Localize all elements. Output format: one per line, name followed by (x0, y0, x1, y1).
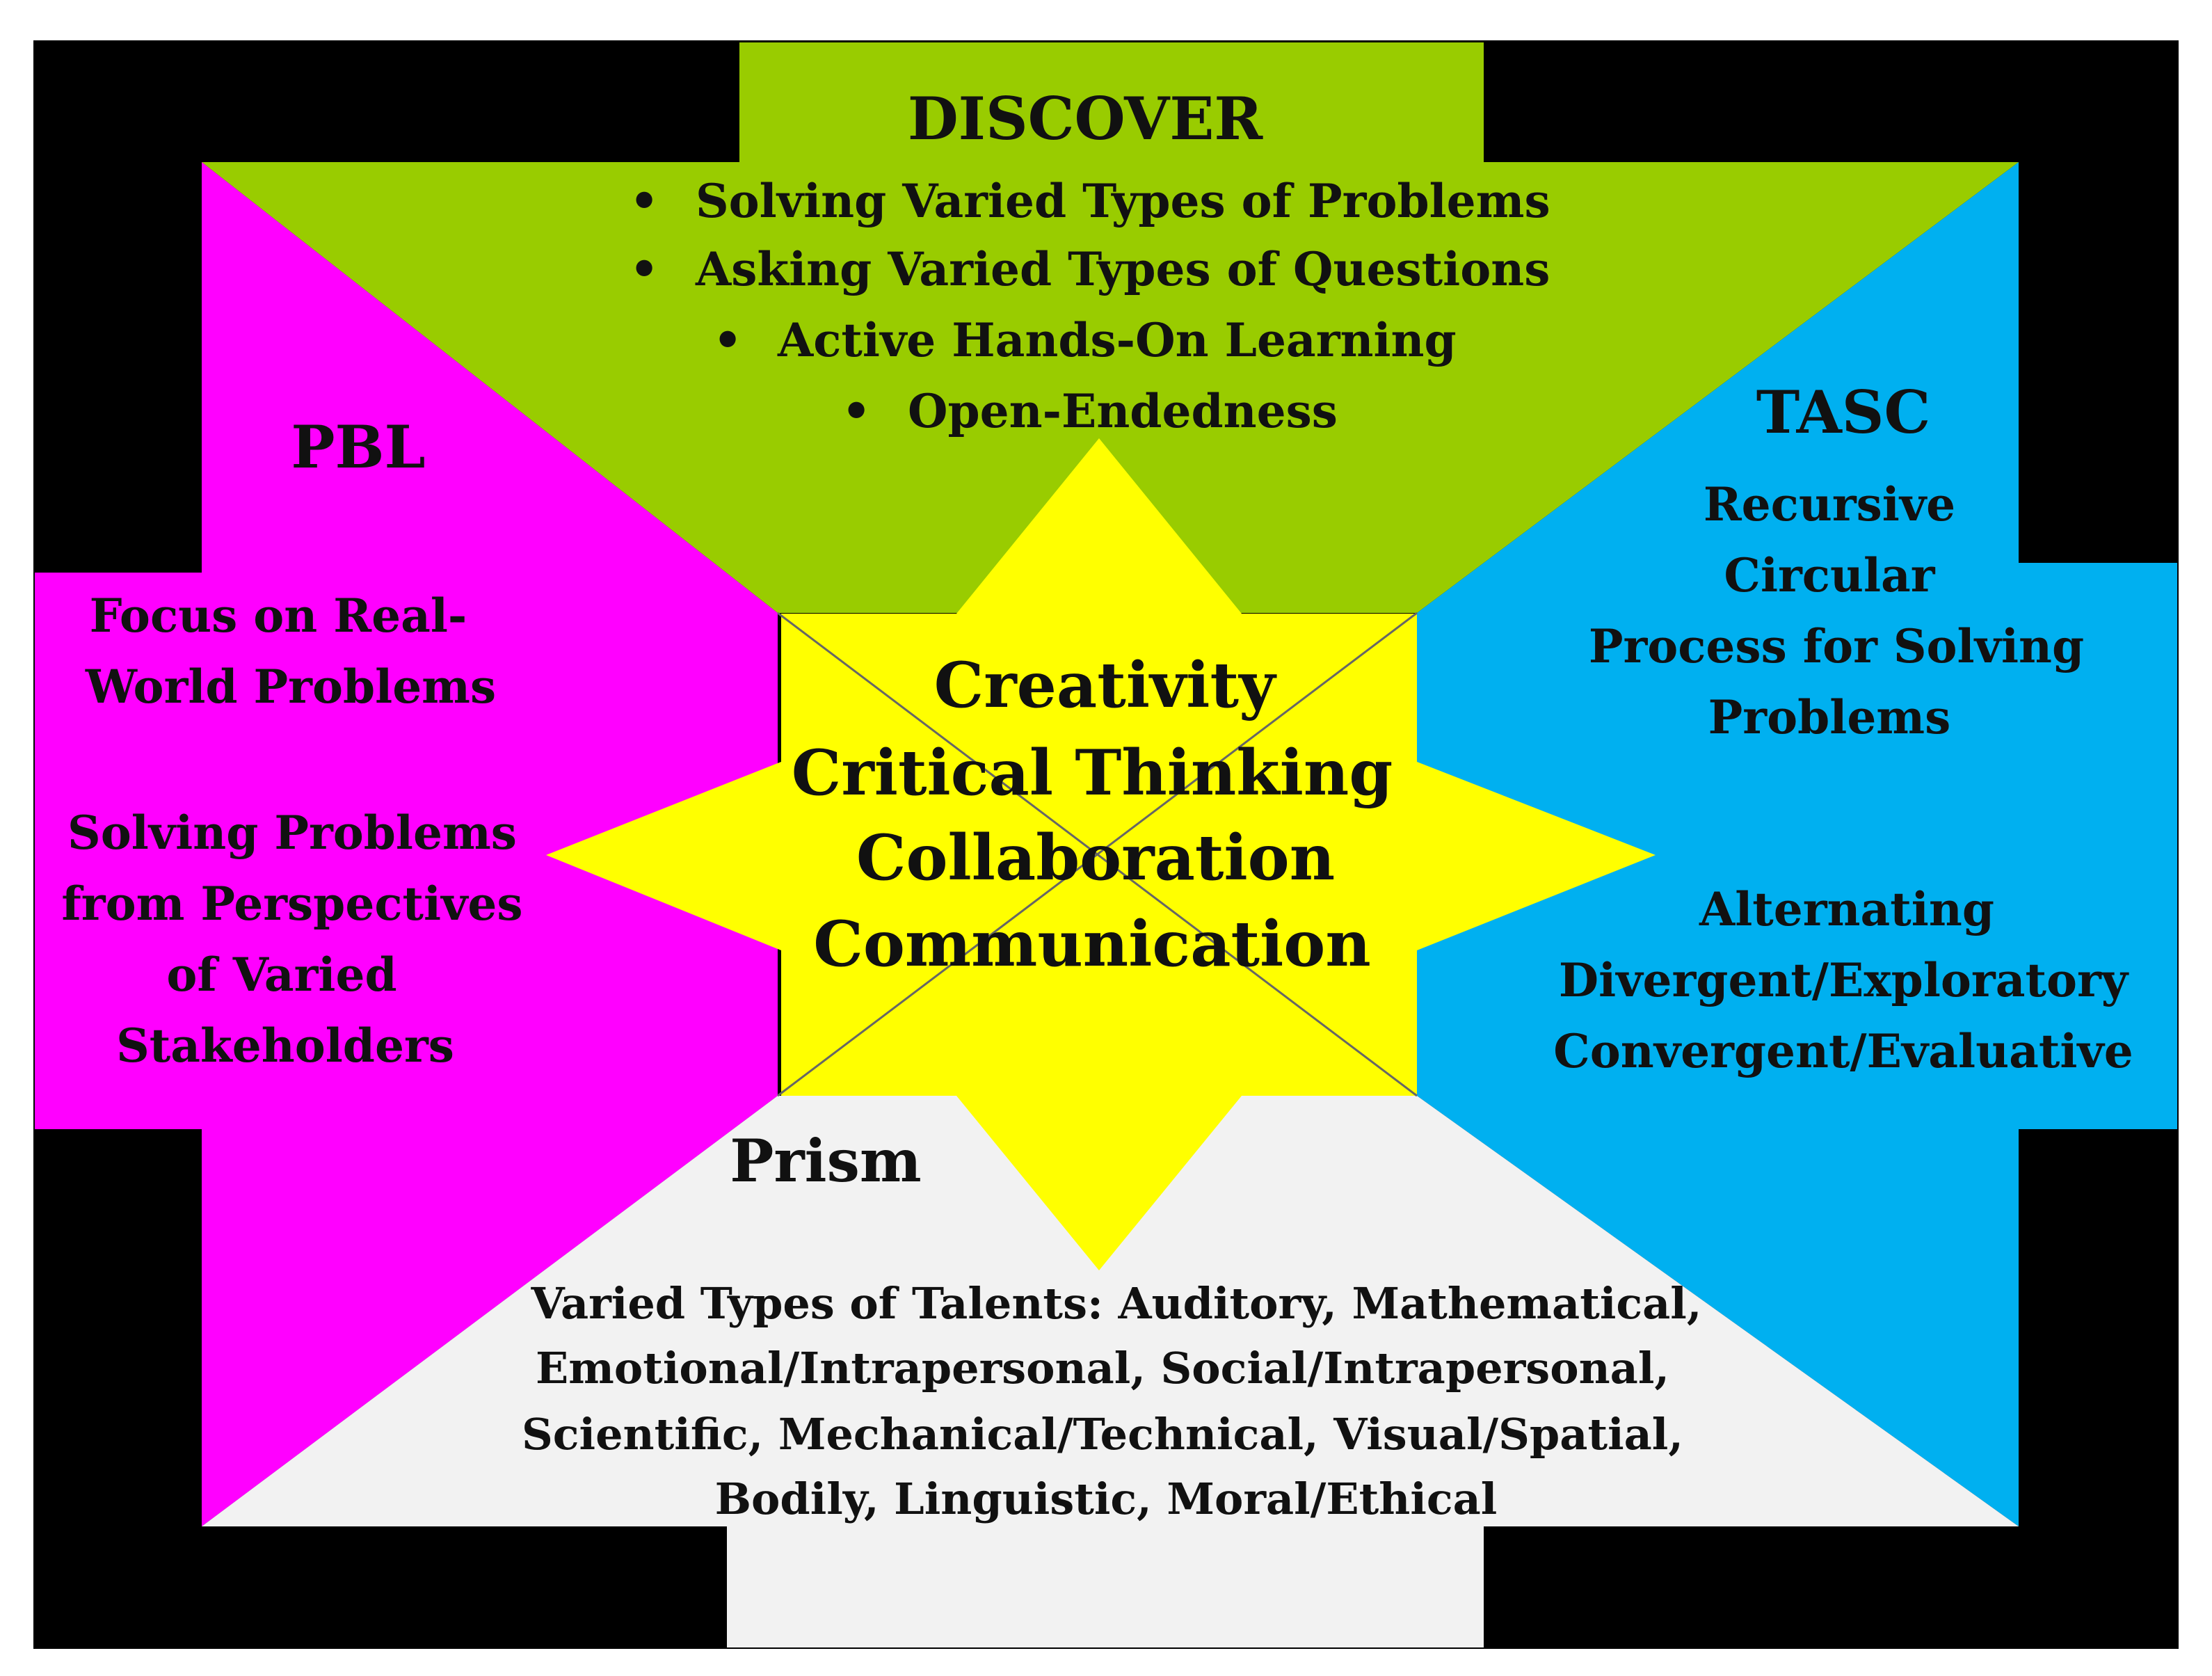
discover-item: Asking Varied Types of Questions (695, 242, 1550, 296)
tasc-line: Process for Solving (1589, 619, 2084, 673)
prism-line: Varied Types of Talents: Auditory, Mathe… (531, 1278, 1702, 1329)
pbl-line: Focus on Real- (90, 589, 467, 643)
center-line-creativity: Creativity (934, 648, 1277, 722)
pbl-line: Stakeholders (116, 1019, 454, 1073)
center-line-critical-thinking: Critical Thinking (792, 736, 1393, 810)
discover-bullet: • (842, 384, 871, 438)
discover-item: Open-Endedness (908, 384, 1338, 438)
discover-bullet: • (630, 242, 659, 296)
pbl-line: from Perspectives (61, 877, 522, 931)
pbl-line: of Varied (166, 948, 396, 1002)
center-line-collaboration: Collaboration (856, 821, 1335, 895)
tasc-line: Alternating (1699, 882, 1994, 936)
tasc-region (1417, 162, 2177, 1526)
star-diagonal-line (777, 612, 1418, 1097)
prism-title: Prism (730, 1126, 922, 1195)
discover-bullet: • (630, 174, 659, 228)
prism-line: Emotional/Intrapersonal, Social/Intraper… (536, 1343, 1669, 1394)
tasc-line: Circular (1724, 548, 1935, 602)
prism-line: Bodily, Linguistic, Moral/Ethical (715, 1474, 1498, 1524)
discover-item: Solving Varied Types of Problems (696, 174, 1550, 228)
tasc-line: Divergent/Exploratory (1559, 953, 2129, 1007)
prism-line: Scientific, Mechanical/Technical, Visual… (522, 1409, 1683, 1460)
discover-item: Active Hands-On Learning (777, 313, 1457, 367)
pbl-line: Solving Problems (67, 806, 517, 860)
tasc-line: Recursive (1704, 477, 1955, 532)
center-line-communication: Communication (813, 907, 1371, 981)
discover-region (202, 42, 2019, 613)
pbl-line: World Problems (85, 660, 496, 714)
discover-title: DISCOVER (908, 84, 1264, 153)
pbl-title: PBL (291, 413, 425, 481)
discover-bullet: • (713, 313, 742, 367)
tasc-title: TASC (1756, 378, 1931, 447)
tasc-line: Convergent/Evaluative (1553, 1024, 2133, 1078)
tasc-line: Problems (1708, 690, 1951, 744)
pbl-region (35, 162, 778, 1526)
prism-region (202, 1096, 2019, 1647)
